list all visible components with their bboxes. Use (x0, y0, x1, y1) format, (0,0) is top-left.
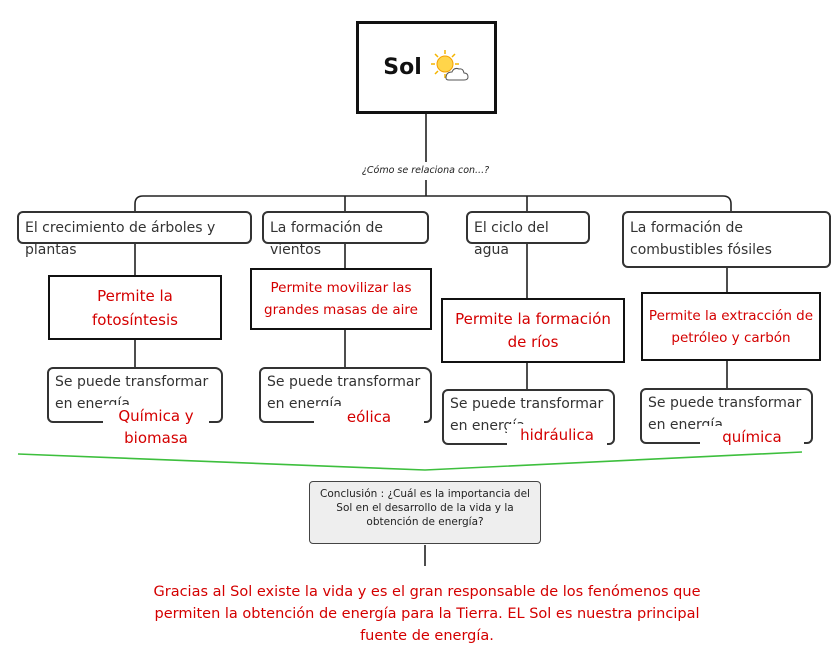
final-conclusion-text: Gracias al Sol existe la vida y es el gr… (153, 584, 701, 644)
root-node: Sol (356, 21, 497, 114)
permite-box-plants: Permite la fotosíntesis (48, 275, 222, 340)
category-label: La formación de vientos (270, 220, 384, 258)
category-label: El ciclo del agua (474, 220, 549, 258)
energy-label-fossil: química (700, 426, 804, 448)
root-label: Sol (383, 55, 422, 80)
category-label: El crecimiento de árboles y plantas (25, 220, 216, 258)
category-box-fossil: La formación de combustibles fósiles (622, 211, 831, 268)
category-label: La formación de combustibles fósiles (630, 220, 772, 258)
energy-label-plants: Química y biomasa (103, 405, 209, 443)
transform-label: Se puede transformar en energía (450, 396, 604, 434)
permite-label: Permite movilizar las grandes masas de a… (264, 280, 418, 318)
transform-box-fossil: Se puede transformar en energía (640, 388, 813, 444)
permite-label: Permite la extracción de petróleo y carb… (648, 307, 814, 346)
permite-box-fossil: Permite la extracción de petróleo y carb… (641, 292, 821, 361)
conclusion-box: Conclusión : ¿Cuál es la importancia del… (309, 481, 541, 544)
conclusion-label: Conclusión : ¿Cuál es la importancia del… (320, 488, 530, 528)
permite-label: Permite la fotosíntesis (92, 286, 178, 329)
category-box-winds: La formación de vientos (262, 211, 429, 258)
energy-label-water: hidráulica (507, 424, 607, 446)
permite-box-water: Permite la formación de ríos (441, 298, 625, 363)
sun-behind-cloud-icon (430, 48, 470, 88)
permite-box-winds: Permite movilizar las grandes masas de a… (250, 268, 432, 330)
permite-label: Permite la formación de ríos (455, 309, 611, 351)
category-box-plants: El crecimiento de árboles y plantas (17, 211, 252, 258)
energy-label-winds: eólica (314, 406, 424, 428)
category-box-water: El ciclo del agua (466, 211, 590, 258)
question-label: ¿Cómo se relaciona con...? (361, 165, 490, 176)
